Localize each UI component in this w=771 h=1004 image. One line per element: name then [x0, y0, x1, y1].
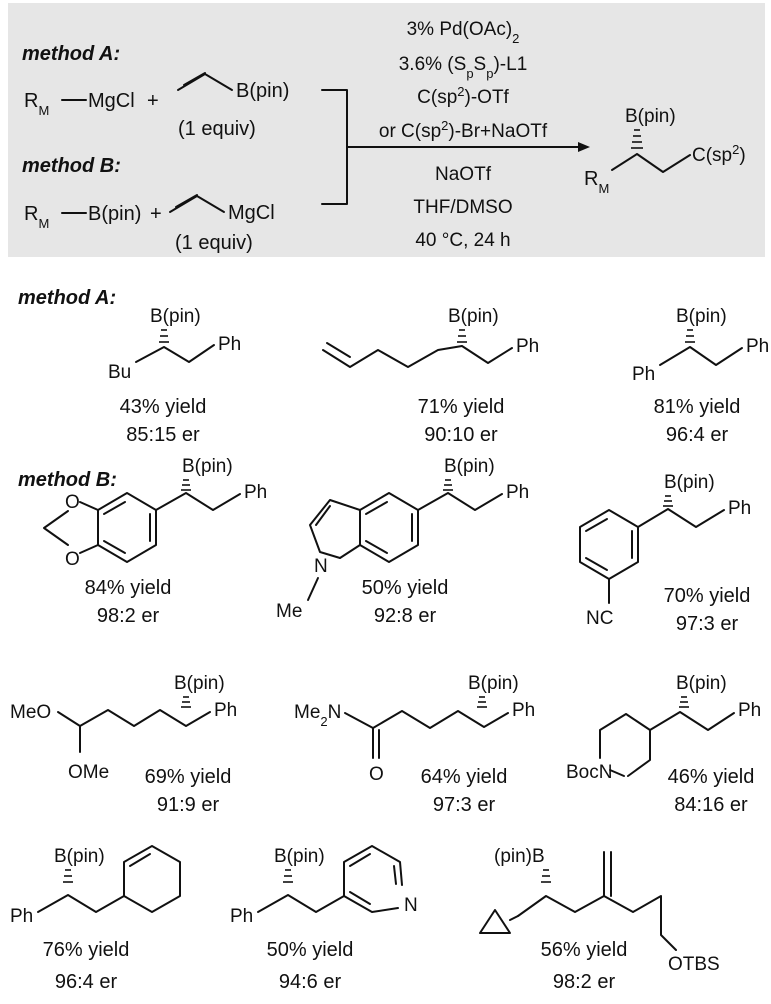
product-8-yield: 64% yield	[421, 766, 508, 788]
svg-text:Ph: Ph	[746, 336, 769, 357]
svg-text:B(pin): B(pin)	[274, 846, 325, 867]
method-b-boronate: RM	[24, 203, 49, 231]
product-6-structure: NC B(pin) Ph	[579, 472, 751, 629]
svg-text:O: O	[65, 492, 80, 513]
product-9-yield: 46% yield	[668, 766, 755, 788]
condition-solvent: THF/DMSO	[413, 197, 512, 218]
svg-text:B(pin): B(pin)	[444, 456, 495, 477]
product-6-er: 97:3 er	[676, 613, 739, 635]
svg-text:O: O	[369, 764, 384, 785]
svg-text:Ph: Ph	[738, 700, 761, 721]
svg-text:B(pin): B(pin)	[54, 846, 105, 867]
svg-text:Ph: Ph	[214, 700, 237, 721]
product-9-er: 84:16 er	[674, 794, 748, 816]
svg-text:N: N	[404, 895, 418, 916]
svg-text:B(pin): B(pin)	[676, 673, 727, 694]
product-2-er: 90:10 er	[424, 424, 498, 446]
product-9-structure: BocN B(pin) Ph	[566, 673, 761, 783]
method-a-grignard: RM	[24, 90, 49, 118]
svg-text:N: N	[314, 556, 328, 577]
product-1-structure: B(pin) Bu Ph	[108, 306, 241, 383]
svg-text:B(pin): B(pin)	[676, 306, 727, 327]
svg-text:B(pin): B(pin)	[664, 472, 715, 493]
condition-ligand: 3.6% (SpSp)-L1	[399, 54, 528, 81]
svg-text:Ph: Ph	[10, 906, 33, 927]
product-10-yield: 76% yield	[43, 939, 130, 961]
svg-text:O: O	[65, 549, 80, 570]
product-7-er: 91:9 er	[157, 794, 220, 816]
product-2-yield: 71% yield	[418, 396, 505, 418]
product-3-structure: B(pin) Ph Ph	[632, 306, 769, 385]
method-a-label: method A:	[22, 43, 120, 65]
product-1-yield: 43% yield	[120, 396, 207, 418]
condition-pd: 3% Pd(OAc)2	[407, 19, 520, 46]
svg-text:OMe: OMe	[68, 762, 109, 783]
product-12-structure: (pin)B OTBS	[479, 846, 720, 975]
svg-text:NC: NC	[586, 608, 613, 629]
svg-text:B(pin): B(pin)	[150, 306, 201, 327]
svg-text:Ph: Ph	[728, 498, 751, 519]
product-4-yield: 84% yield	[85, 577, 172, 599]
product-7-yield: 69% yield	[145, 766, 232, 788]
product-11-yield: 50% yield	[267, 939, 354, 961]
svg-text:Bu: Bu	[108, 362, 131, 383]
product-4-structure: O O B(pin) Ph	[43, 456, 267, 570]
product-8-er: 97:3 er	[433, 794, 496, 816]
method-b-bpin: B(pin)	[88, 203, 141, 225]
section-a-label: method A:	[18, 287, 116, 309]
product-7-structure: MeO OMe B(pin) Ph	[10, 673, 237, 783]
product-3-er: 96:4 er	[666, 424, 729, 446]
method-a-plus: +	[147, 90, 159, 112]
method-b-equiv: (1 equiv)	[175, 232, 253, 254]
svg-text:Ph: Ph	[506, 482, 529, 503]
svg-text:Ph: Ph	[230, 906, 253, 927]
product-rm: RM	[584, 168, 609, 196]
product-5-er: 92:8 er	[374, 605, 437, 627]
svg-text:Ph: Ph	[632, 364, 655, 385]
section-b-label: method B:	[18, 469, 117, 491]
method-b-vinyl-mgcl: MgCl	[228, 202, 275, 224]
svg-text:Ph: Ph	[512, 700, 535, 721]
svg-text:B(pin): B(pin)	[448, 306, 499, 327]
product-6-yield: 70% yield	[664, 585, 751, 607]
svg-text:B(pin): B(pin)	[182, 456, 233, 477]
product-11-er: 94:6 er	[279, 971, 342, 993]
svg-text:MeO: MeO	[10, 702, 51, 723]
svg-text:B(pin): B(pin)	[174, 673, 225, 694]
svg-text:Ph: Ph	[244, 482, 267, 503]
product-csp2: C(sp2)	[692, 142, 746, 167]
method-a-vinyl-bpin: B(pin)	[236, 80, 289, 102]
svg-text:Ph: Ph	[218, 334, 241, 355]
product-12-yield: 56% yield	[541, 939, 628, 961]
method-b-label: method B:	[22, 155, 121, 177]
product-10-structure: B(pin) Ph	[10, 845, 181, 927]
product-3-yield: 81% yield	[654, 396, 741, 418]
product-11-structure: B(pin) Ph N	[230, 845, 418, 927]
product-8-structure: Me2N O B(pin) Ph	[294, 673, 535, 785]
condition-temperature: 40 °C, 24 h	[415, 230, 510, 251]
svg-text:OTBS: OTBS	[668, 954, 720, 975]
product-bpin: B(pin)	[625, 106, 676, 127]
condition-electrophile-alt: or C(sp2)-Br+NaOTf	[379, 118, 548, 143]
product-5-structure: N Me B(pin) Ph	[276, 456, 529, 622]
svg-text:B(pin): B(pin)	[468, 673, 519, 694]
svg-text:Me2N: Me2N	[294, 702, 341, 729]
product-2-structure: B(pin) Ph	[322, 306, 539, 368]
svg-text:Ph: Ph	[516, 336, 539, 357]
product-10-er: 96:4 er	[55, 971, 118, 993]
product-4-er: 98:2 er	[97, 605, 160, 627]
svg-text:(pin)B: (pin)B	[494, 846, 545, 867]
product-12-er: 98:2 er	[553, 971, 616, 993]
product-1-er: 85:15 er	[126, 424, 200, 446]
method-a-mgcl: MgCl	[88, 90, 135, 112]
condition-additive: NaOTf	[435, 164, 492, 185]
method-b-plus: +	[150, 203, 162, 225]
condition-electrophile: C(sp2)-OTf	[417, 84, 509, 109]
method-a-equiv: (1 equiv)	[178, 118, 256, 140]
product-5-yield: 50% yield	[362, 577, 449, 599]
svg-text:BocN: BocN	[566, 762, 612, 783]
svg-text:Me: Me	[276, 601, 302, 622]
